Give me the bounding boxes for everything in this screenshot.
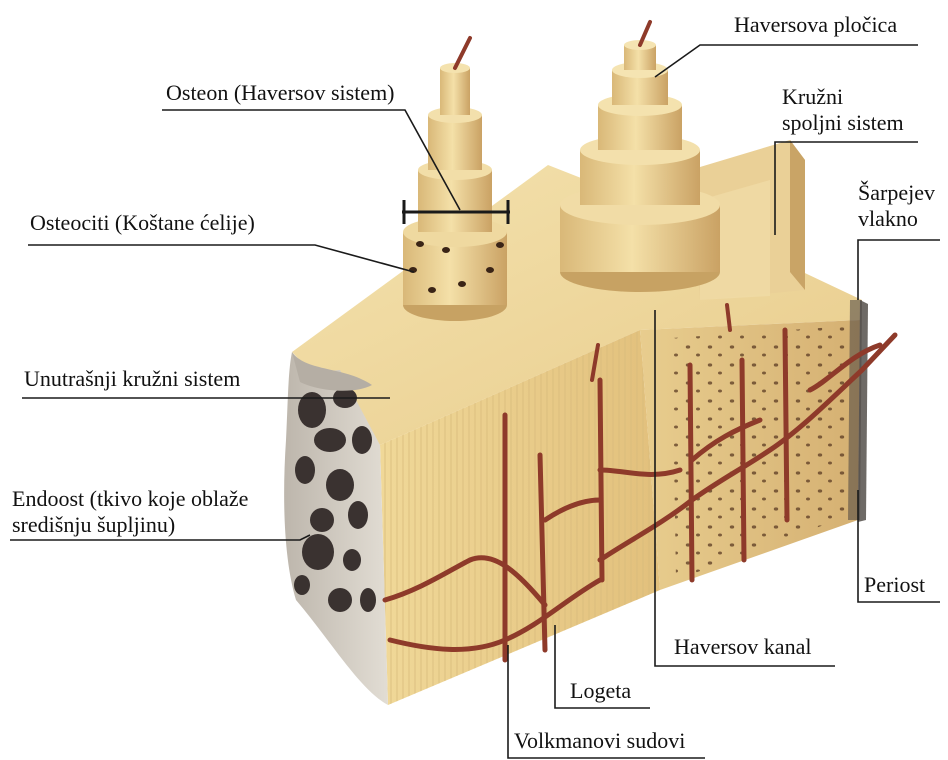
label-outer-circumferential-line1: Kružni: [782, 84, 904, 110]
label-sharpey-fiber: Šarpejev vlakno: [858, 180, 935, 232]
label-outer-circumferential-line2: spoljni sistem: [782, 110, 904, 136]
label-osteocytes: Osteociti (Koštane ćelije): [30, 210, 255, 236]
label-osteon: Osteon (Haversov sistem): [166, 80, 395, 106]
label-haversian-canal: Haversov kanal: [674, 634, 811, 660]
label-volkmann-canals: Volkmanovi sudovi: [514, 728, 685, 754]
label-endosteum: Endoost (tkivo koje oblaže središnju šup…: [12, 486, 248, 538]
label-haversian-lamella: Haversova pločica: [734, 12, 897, 38]
osteon-tower-left: [403, 63, 507, 321]
label-inner-circumferential: Unutrašnji kružni sistem: [24, 366, 240, 392]
label-sharpey-fiber-line2: vlakno: [858, 206, 935, 232]
osteon-tower-right: [560, 40, 720, 292]
label-outer-circumferential: Kružni spoljni sistem: [782, 84, 904, 136]
label-sharpey-fiber-line1: Šarpejev: [858, 180, 935, 206]
label-endosteum-line1: Endoost (tkivo koje oblaže: [12, 486, 248, 512]
label-lacuna: Logeta: [570, 678, 631, 704]
label-endosteum-line2: središnju šupljinu): [12, 512, 248, 538]
label-periosteum: Periost: [864, 572, 925, 598]
